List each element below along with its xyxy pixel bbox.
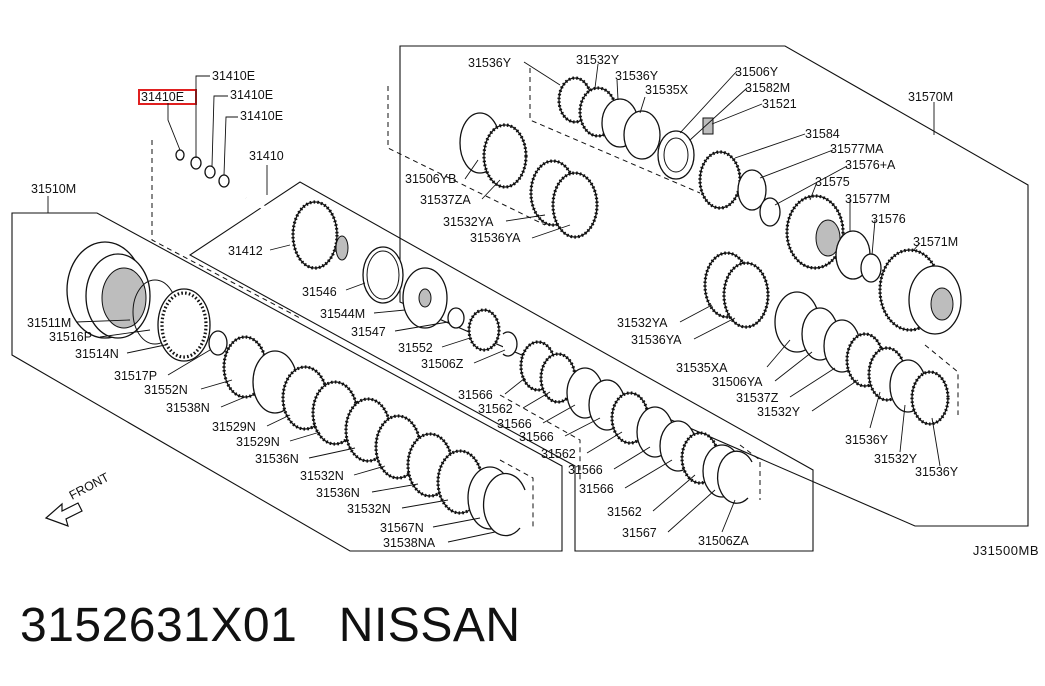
callout-label: 31536N (316, 486, 360, 500)
callout-label: 31532N (347, 502, 391, 516)
callout-label: 31538N (166, 401, 210, 415)
frame-31510M (11, 212, 563, 552)
clutch-pack-31566 (519, 340, 753, 504)
callout-label: 31576+A (845, 158, 896, 172)
callout-label: 31535X (645, 83, 689, 97)
callout-label: 31577M (845, 192, 890, 206)
callout-labels: 31410E 31410E 31410E 31410E 31410 31510M… (27, 53, 959, 550)
gear-31575 (785, 194, 882, 283)
frame-31410 (188, 181, 814, 552)
ring-31517P (208, 330, 228, 356)
callout-label: 31567 (622, 526, 657, 540)
callout-label: 31537Z (736, 391, 779, 405)
callout-label: 31506YB (405, 172, 456, 186)
callout-label: 31566 (568, 463, 603, 477)
brand-name: NISSAN (338, 599, 521, 652)
callout-label: 31562 (607, 505, 642, 519)
callout-label: 31511M (27, 316, 71, 330)
callout-label: 31562 (478, 402, 513, 416)
clutch-pack-31532YA (459, 112, 770, 329)
callout-label: 31571M (913, 235, 958, 249)
caption: 3152631X01 NISSAN (20, 598, 521, 653)
part-number: 3152631X01 (20, 599, 298, 652)
callout-label: 31514N (75, 347, 119, 361)
gear-31571M (878, 248, 962, 335)
callout-label: 31532Y (874, 452, 918, 466)
callout-label: 31570M (908, 90, 953, 104)
callout-label: 31532Y (576, 53, 620, 67)
callout-label: 31536Y (915, 465, 959, 479)
callout-label: 31532YA (443, 215, 494, 229)
callout-label: 31516P (49, 330, 92, 344)
frame-31532YA-dashed (387, 86, 546, 226)
drum-31510M (66, 241, 151, 339)
leader-lines (47, 61, 941, 543)
callout-label: 31552 (398, 341, 433, 355)
callout-label: 31521 (762, 97, 797, 111)
callout-label: 31506Y (735, 65, 779, 79)
callout-label: 31532YA (617, 316, 668, 330)
frame-31570M (399, 45, 1029, 527)
frame-31567N-dashed (499, 459, 534, 530)
input-shaft-31410 (245, 196, 366, 270)
callout-label: 31536Y (845, 433, 889, 447)
callout-label: 31510M (31, 182, 76, 196)
callout-label: 31506Z (421, 357, 464, 371)
frame-31536Y-dashed (529, 68, 701, 194)
callout-label: 31535XA (676, 361, 728, 375)
callout-label: 31536N (255, 452, 299, 466)
callout-label: 31538NA (383, 536, 436, 550)
piston-31514N (157, 288, 211, 362)
snap-rings-31410E (175, 149, 230, 188)
callout-label: 31546 (302, 285, 337, 299)
callout-label: 31584 (805, 127, 840, 141)
callout-label: 31529N (212, 420, 256, 434)
callout-label: 31567N (380, 521, 424, 535)
callout-label: 31566 (497, 417, 532, 431)
callout-label: 31532N (300, 469, 344, 483)
callout-label: 31582M (745, 81, 790, 95)
callout-label: 31517P (114, 369, 157, 383)
callout-label: 31577MA (830, 142, 884, 156)
drawing-code: J31500MB (972, 543, 1039, 558)
callout-label: 31536YA (470, 231, 521, 245)
carrier-31584 (698, 150, 781, 227)
front-label: FRONT (67, 470, 112, 503)
clutch-pack-31535XA (774, 291, 950, 426)
callout-label: 31412 (228, 244, 263, 258)
spring-31547 (447, 307, 465, 329)
callout-label: 31410E (141, 90, 184, 104)
callout-label: 31410E (212, 69, 255, 83)
callout-label: 31566 (458, 388, 493, 402)
callout-label: 31506ZA (698, 534, 749, 548)
callout-label: 31532Y (757, 405, 801, 419)
snap-ring-31506Z (502, 331, 518, 357)
ring-31546 (362, 246, 404, 304)
callout-label: 31547 (351, 325, 386, 339)
callout-label: 31552N (144, 383, 188, 397)
callout-label: 31536Y (615, 69, 659, 83)
piston-31544M (402, 267, 448, 329)
clutch-pack-31536Y (557, 76, 714, 180)
callout-label: 31566 (579, 482, 614, 496)
hub-31552 (467, 308, 501, 352)
callout-label: 31410E (240, 109, 283, 123)
callout-label: 31410 (249, 149, 284, 163)
callout-label: 31529N (236, 435, 280, 449)
clutch-pack-31510M (222, 335, 526, 537)
frame-31410E-dashed (151, 140, 301, 319)
frame-31562-dashed (499, 394, 581, 480)
callout-label: 31562 (541, 447, 576, 461)
callout-label: 31536Y (468, 56, 512, 70)
callout-label: 31536YA (631, 333, 682, 347)
callout-label: 31537ZA (420, 193, 471, 207)
callout-label: 31410E (230, 88, 273, 102)
callout-label: 31544M (320, 307, 365, 321)
callout-label: 31575 (815, 175, 850, 189)
callout-label: 31566 (519, 430, 554, 444)
callout-label: 31506YA (712, 375, 763, 389)
callout-label: 31576 (871, 212, 906, 226)
front-arrow-icon: FRONT (44, 470, 112, 527)
